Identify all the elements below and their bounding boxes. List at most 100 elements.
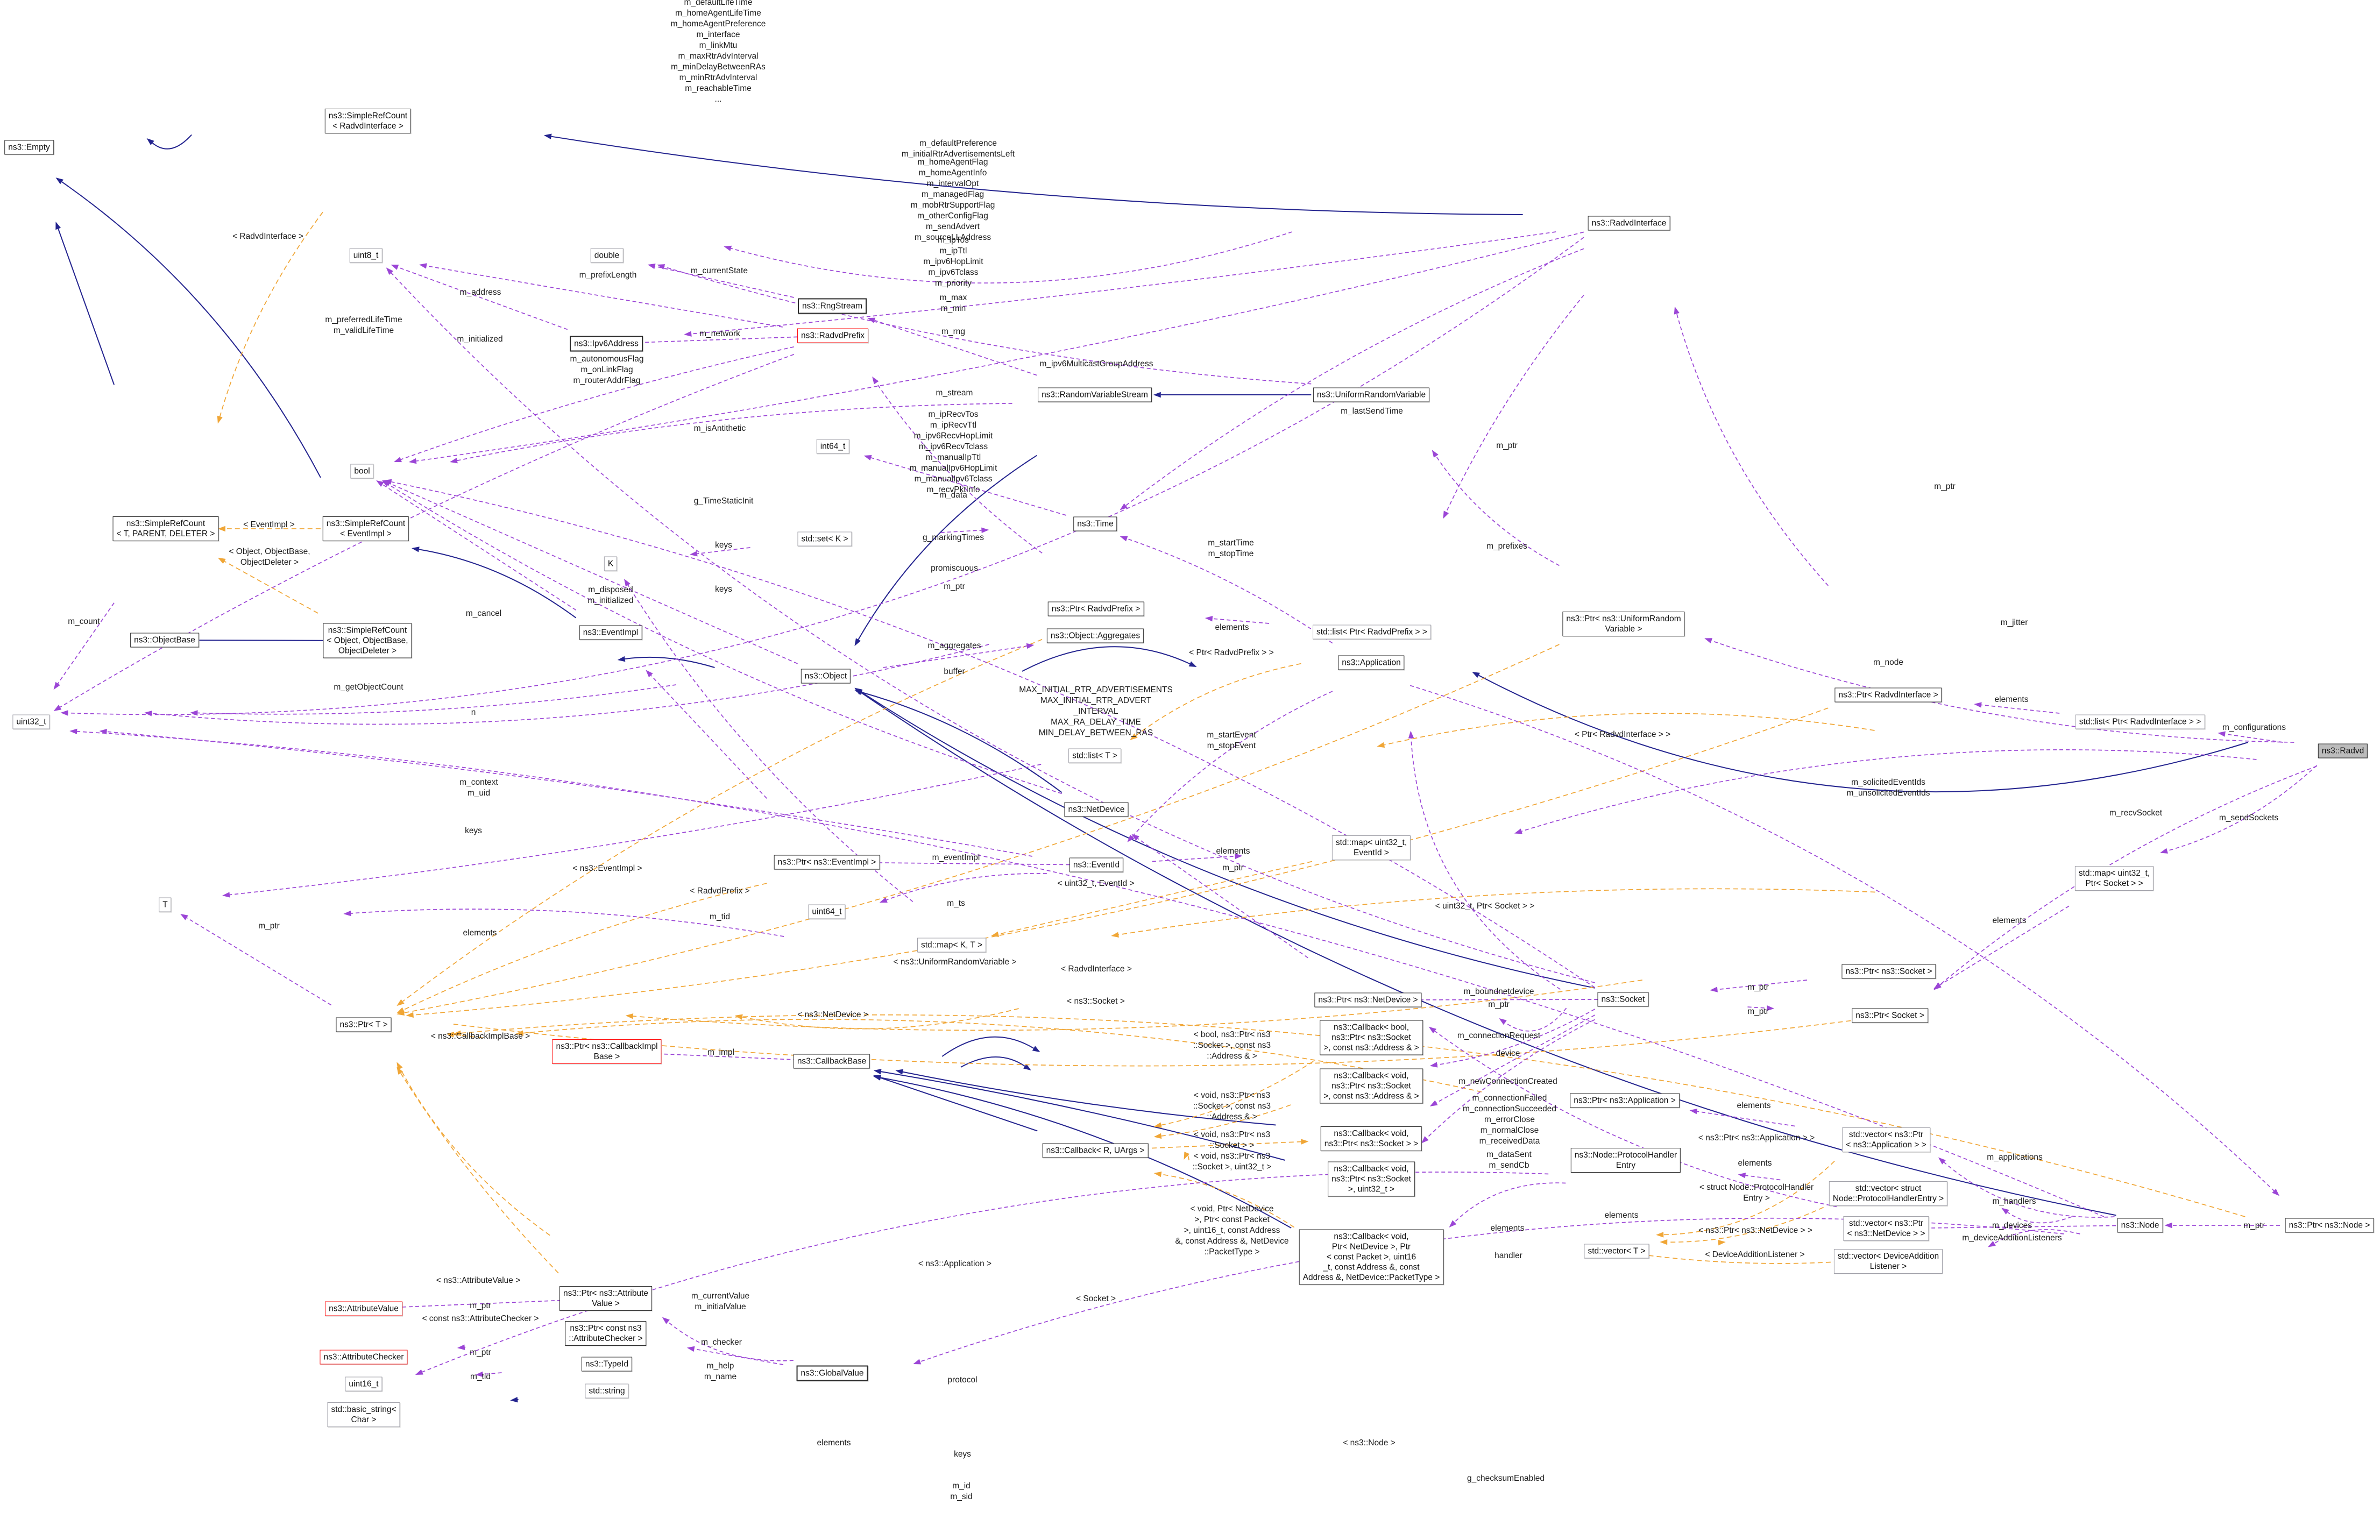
class-node-callbackbase[interactable]: ns3::CallbackBase — [793, 1054, 870, 1069]
class-node-eventid[interactable]: ns3::EventId — [1069, 857, 1124, 872]
class-node-ptr-uniformrandomvariable[interactable]: ns3::Ptr< ns3::UniformRandom Variable > — [1562, 612, 1685, 636]
arrowhead — [1026, 643, 1035, 649]
class-node-ptr-ns3-netdevice[interactable]: ns3::Ptr< ns3::NetDevice > — [1314, 992, 1422, 1007]
class-node-rngstream[interactable]: ns3::RngStream — [798, 298, 867, 314]
edge-simplerefcount-eventimpl-to-empty — [55, 178, 321, 478]
edge-radvdinterface-to-uint32-t — [60, 237, 1584, 716]
class-node-randomvariablestream[interactable]: ns3::RandomVariableStream — [1038, 387, 1152, 402]
edge-map-uint32-ptr-socket-to-ptr-socket — [1933, 905, 2070, 989]
class-node-bool[interactable]: bool — [350, 464, 374, 479]
edge-ptr-radvdprefix-to-ptr-t — [396, 638, 1043, 1006]
class-node-vector-ptr-application[interactable]: std::vector< ns3::Ptr < ns3::Application… — [1842, 1127, 1930, 1152]
class-node-vector-protocolhandlerentry[interactable]: std::vector< struct Node::ProtocolHandle… — [1829, 1181, 1948, 1206]
class-node-list-ptr-radvdinterface[interactable]: std::list< Ptr< RadvdInterface > > — [2075, 714, 2205, 729]
class-node-simplerefcount-radvdinterface[interactable]: ns3::SimpleRefCount < RadvdInterface > — [324, 109, 412, 133]
class-node-application[interactable]: ns3::Application — [1338, 655, 1405, 670]
class-node-uniformrandomvariable[interactable]: ns3::UniformRandomVariable — [1313, 387, 1430, 402]
class-node-ptr-node[interactable]: ns3::Ptr< ns3::Node > — [2285, 1218, 2374, 1233]
class-node-protocolhandlerentry[interactable]: ns3::Node::ProtocolHandler Entry — [1570, 1148, 1681, 1173]
class-node-netdevice[interactable]: ns3::NetDevice — [1064, 802, 1129, 817]
class-node-k[interactable]: K — [604, 556, 618, 571]
arrowhead — [144, 711, 152, 716]
class-node-object[interactable]: ns3::Object — [801, 669, 851, 684]
class-node-double[interactable]: double — [590, 248, 624, 263]
class-node-callback-void-socket-address[interactable]: ns3::Callback< void, ns3::Ptr< ns3::Sock… — [1320, 1068, 1423, 1104]
edge-ptr-radvdinterface-to-radvdinterface — [1674, 306, 1829, 586]
arrowhead — [913, 1359, 922, 1365]
class-node-ptr-socket[interactable]: ns3::Ptr< Socket > — [1852, 1008, 1928, 1023]
class-node-uint64-t[interactable]: uint64_t — [808, 904, 846, 919]
class-node-simplerefcount-object[interactable]: ns3::SimpleRefCount < Object, ObjectBase… — [323, 623, 412, 658]
class-node-radvd[interactable]: ns3::Radvd — [2318, 743, 2368, 758]
class-node-callback-void-socket-uint32[interactable]: ns3::Callback< void, ns3::Ptr< ns3::Sock… — [1328, 1161, 1415, 1197]
arrowhead — [1408, 730, 1414, 739]
class-node-ptr-application[interactable]: ns3::Ptr< ns3::Application > — [1570, 1093, 1680, 1108]
class-node-callback-bool-socket-address[interactable]: ns3::Callback< bool, ns3::Ptr< ns3::Sock… — [1320, 1020, 1423, 1055]
class-node-vector-t[interactable]: std::vector< T > — [1584, 1244, 1649, 1259]
class-node-node[interactable]: ns3::Node — [2117, 1218, 2163, 1233]
class-node-objectbase[interactable]: ns3::ObjectBase — [130, 633, 199, 648]
arrowhead — [895, 1069, 904, 1075]
arrowhead — [53, 705, 62, 711]
class-node-uint8-t[interactable]: uint8_t — [349, 248, 382, 263]
arrowhead — [662, 1317, 670, 1324]
class-node-ptr-attributevalue[interactable]: ns3::Ptr< ns3::Attribute Value > — [559, 1286, 653, 1311]
class-node-radvdprefix[interactable]: ns3::RadvdPrefix — [797, 328, 869, 343]
class-node-socket[interactable]: ns3::Socket — [1597, 992, 1649, 1007]
class-node-ipv6address[interactable]: ns3::Ipv6Address — [570, 336, 643, 352]
class-node-ptr-ns3-socket[interactable]: ns3::Ptr< ns3::Socket > — [1841, 964, 1936, 979]
arrowhead — [1120, 536, 1128, 542]
class-node-callback-r-uargs[interactable]: ns3::Callback< R, UArgs > — [1042, 1143, 1149, 1158]
class-node-ptr-radvdinterface[interactable]: ns3::Ptr< RadvdInterface > — [1834, 687, 1942, 702]
class-node-ptr-attributechecker[interactable]: ns3::Ptr< const ns3 ::AttributeChecker > — [565, 1321, 647, 1346]
class-node-ptr-callbackimplbase[interactable]: ns3::Ptr< ns3::CallbackImpl Base > — [552, 1039, 662, 1064]
class-node-vector-deviceadditionlistener[interactable]: std::vector< DeviceAddition Listener > — [1833, 1249, 1943, 1274]
class-node-int64-t[interactable]: int64_t — [816, 439, 849, 454]
class-node-set-k[interactable]: std::set< K > — [797, 531, 852, 547]
class-node-attributevalue[interactable]: ns3::AttributeValue — [325, 1301, 402, 1316]
class-node-eventimpl[interactable]: ns3::EventImpl — [579, 625, 642, 640]
arrowhead — [146, 138, 154, 145]
class-node-attributechecker[interactable]: ns3::AttributeChecker — [320, 1350, 408, 1365]
class-node-std-string[interactable]: std::string — [585, 1383, 629, 1399]
class-node-map-uint32-eventid[interactable]: std::map< uint32_t, EventId > — [1331, 835, 1411, 860]
class-node-vector-ptr-netdevice[interactable]: std::vector< ns3::Ptr < ns3::NetDevice >… — [1843, 1216, 1929, 1241]
class-node-object-aggregates[interactable]: ns3::Object::Aggregates — [1046, 628, 1144, 643]
arrowhead — [1153, 1133, 1162, 1139]
edge-randomvariablestream-to-object — [854, 455, 1037, 647]
class-node-list-t[interactable]: std::list< T > — [1068, 748, 1121, 763]
edge-vector-protocolhandlerentry-to-vector-t — [1660, 1207, 1824, 1245]
edge-uniformrandomvariable-to-randomvariablestream — [1153, 392, 1312, 398]
class-node-map-uint32-ptr-socket[interactable]: std::map< uint32_t, Ptr< Socket > > — [2074, 866, 2154, 891]
class-node-map-k-t[interactable]: std::map< K, T > — [917, 938, 987, 953]
arrowhead — [1710, 987, 1718, 992]
class-node-simplerefcount-eventimpl[interactable]: ns3::SimpleRefCount < EventImpl > — [322, 516, 409, 541]
class-node-radvdinterface[interactable]: ns3::RadvdInterface — [1588, 216, 1670, 231]
arrowhead — [190, 710, 198, 716]
class-node-callback-packettype[interactable]: ns3::Callback< void, Ptr< NetDevice >, P… — [1299, 1229, 1444, 1285]
class-node-simplerefcount-tpd[interactable]: ns3::SimpleRefCount < T, PARENT, DELETER… — [112, 516, 219, 541]
edge-eventimpl-to-bool — [376, 480, 577, 611]
arrowhead — [854, 688, 862, 695]
class-node-ptr-eventimpl[interactable]: ns3::Ptr< ns3::EventImpl > — [774, 855, 880, 870]
class-node-uint16-t[interactable]: uint16_t — [345, 1376, 382, 1392]
class-node-time[interactable]: ns3::Time — [1073, 516, 1117, 531]
class-node-ptr-radvdprefix[interactable]: ns3::Ptr< RadvdPrefix > — [1047, 601, 1144, 616]
arrowhead — [684, 331, 692, 337]
edge-ptr-uniformrandomvariable-to-ptr-t — [396, 644, 1560, 1016]
class-node-callback-void-socket[interactable]: ns3::Callback< void, ns3::Ptr< ns3::Sock… — [1320, 1126, 1422, 1151]
edge-socket-to-uint8-t — [386, 267, 1595, 983]
arrowhead — [2160, 848, 2168, 854]
class-node-ptr-t[interactable]: ns3::Ptr< T > — [336, 1017, 392, 1032]
class-node-uint32-t[interactable]: uint32_t — [12, 714, 50, 729]
class-node-basic-string[interactable]: std::basic_string< Char > — [327, 1402, 400, 1427]
edge-node-to-vector-protocolhandlerentry — [2001, 1208, 2072, 1224]
arrowhead — [981, 527, 989, 533]
class-node-globalvalue[interactable]: ns3::GlobalValue — [796, 1365, 868, 1381]
edge-list-ptr-radvdprefix-to-list-t — [1130, 663, 1301, 740]
class-node-list-ptr-radvdprefix[interactable]: std::list< Ptr< RadvdPrefix > > — [1313, 624, 1431, 640]
arrowhead — [854, 638, 861, 647]
class-node-typeid[interactable]: ns3::TypeId — [581, 1357, 633, 1372]
class-node-empty[interactable]: ns3::Empty — [4, 140, 54, 155]
class-node-t[interactable]: T — [159, 897, 172, 912]
